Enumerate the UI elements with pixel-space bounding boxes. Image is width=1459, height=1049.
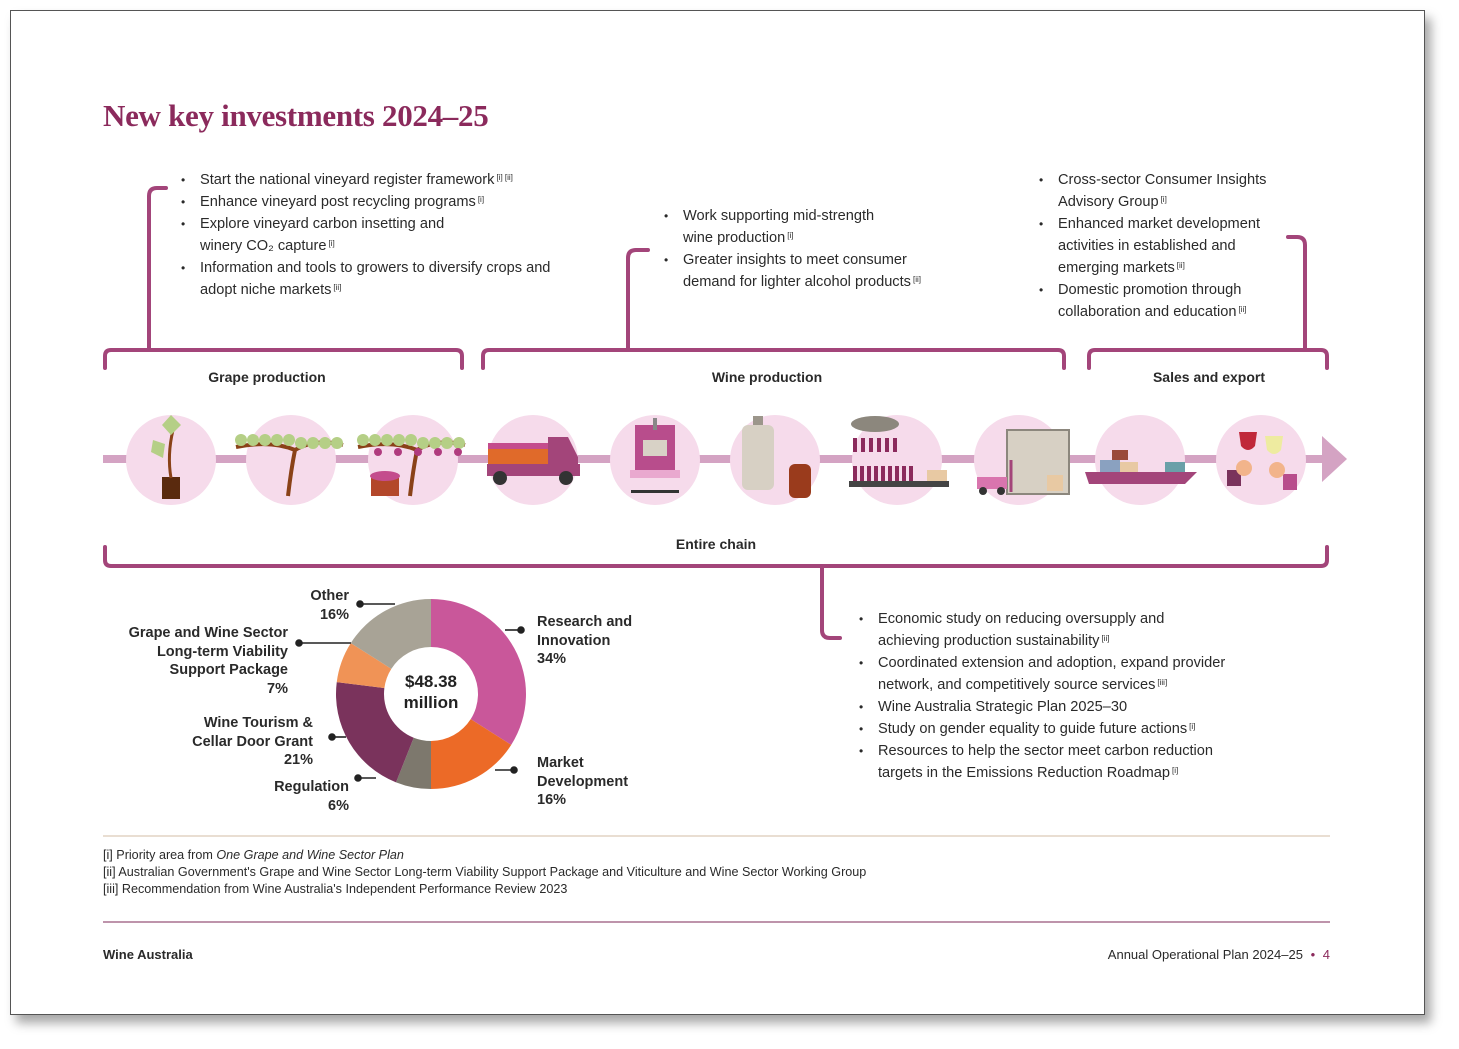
sales-connector: [1286, 235, 1307, 352]
fermentation-tank-barrel-icon: [742, 416, 811, 498]
sales-export-investments: Cross-sector Consumer Insights Advisory …: [1039, 169, 1279, 323]
donut-slice-2: [396, 737, 431, 789]
wine-production-investments: Work supporting mid-strength wine produc…: [664, 205, 964, 293]
grape-bracket: [103, 348, 464, 370]
donut-slice-5: [350, 599, 431, 669]
leader-dot: [295, 639, 303, 647]
list-item: Enhanced market development activities i…: [1039, 213, 1273, 279]
list-item: Work supporting mid-strength wine produc…: [664, 205, 898, 249]
donut-slice-0: [431, 599, 527, 745]
cargo-ship-icon: [1085, 450, 1197, 484]
wine-bracket: [481, 348, 1066, 370]
footnote-ii: [ii] Australian Government's Grape and W…: [103, 865, 867, 879]
chain-connector: [820, 564, 842, 640]
list-item: Greater insights to meet consumer demand…: [664, 249, 958, 293]
total-amount: $48.38: [405, 672, 457, 691]
grapevine-harvest-icon: [357, 434, 466, 497]
chain-bracket: [103, 545, 1329, 568]
list-item: Information and tools to growers to dive…: [181, 257, 561, 301]
stage-label-wine-production: Wine production: [711, 369, 823, 385]
donut-slice-3: [336, 682, 414, 783]
page-title: New key investments 2024–25: [103, 98, 489, 133]
footer-org: Wine Australia: [103, 947, 193, 962]
sales-bracket: [1087, 348, 1329, 370]
list-item: Coordinated extension and adoption, expa…: [859, 652, 1268, 696]
stage-circle: [126, 415, 216, 505]
footer-doc-title: Annual Operational Plan 2024–25 • 4: [1107, 947, 1330, 962]
list-item: Study on gender equality to guide future…: [859, 718, 1259, 740]
list-item: Wine Australia Strategic Plan 2025–30: [859, 696, 1259, 718]
stage-label-sales-export: Sales and export: [1152, 369, 1266, 385]
entire-chain-investments: Economic study on reducing oversupply an…: [859, 608, 1259, 784]
stage-label-entire-chain: Entire chain: [675, 536, 757, 552]
wine-press-icon: [630, 418, 680, 493]
grape-connector: [147, 186, 168, 352]
donut-slice-1: [431, 719, 512, 789]
total-unit: million: [403, 693, 459, 712]
leader-dot: [356, 600, 364, 608]
list-item: Cross-sector Consumer Insights Advisory …: [1039, 169, 1279, 213]
wine-connector: [626, 248, 650, 352]
warehouse-forklift-icon: [977, 429, 1070, 495]
bottling-line-icon: [849, 416, 949, 487]
grapevine-icon: [235, 434, 344, 497]
vine-seedling-icon: [151, 415, 181, 499]
footnote-iii: [iii] Recommendation from Wine Australia…: [103, 882, 568, 896]
leader-dot: [517, 626, 525, 634]
list-item: Start the national vineyard register fra…: [181, 169, 561, 191]
wine-toast-icon: [1227, 432, 1297, 490]
donut-center-total: $48.38 million: [381, 671, 481, 713]
grape-production-investments: Start the national vineyard register fra…: [181, 169, 561, 301]
grape-truck-icon: [487, 437, 580, 485]
leader-dot: [354, 774, 362, 782]
list-item: Explore vineyard carbon insetting and wi…: [181, 213, 470, 257]
list-item: Economic study on reducing oversupply an…: [859, 608, 1198, 652]
page-number: 4: [1322, 947, 1330, 962]
leader-dot: [328, 733, 336, 741]
list-item: Enhance vineyard post recycling programs…: [181, 191, 561, 213]
list-item: Domestic promotion through collaboration…: [1039, 279, 1283, 323]
stage-label-grape-production: Grape production: [208, 369, 326, 385]
leader-dot: [510, 766, 518, 774]
footnote-i: [i] Priority area from One Grape and Win…: [103, 848, 404, 862]
timeline-arrow-icon: [1322, 436, 1347, 482]
list-item: Resources to help the sector meet carbon…: [859, 740, 1253, 784]
donut-slice-4: [336, 643, 392, 689]
